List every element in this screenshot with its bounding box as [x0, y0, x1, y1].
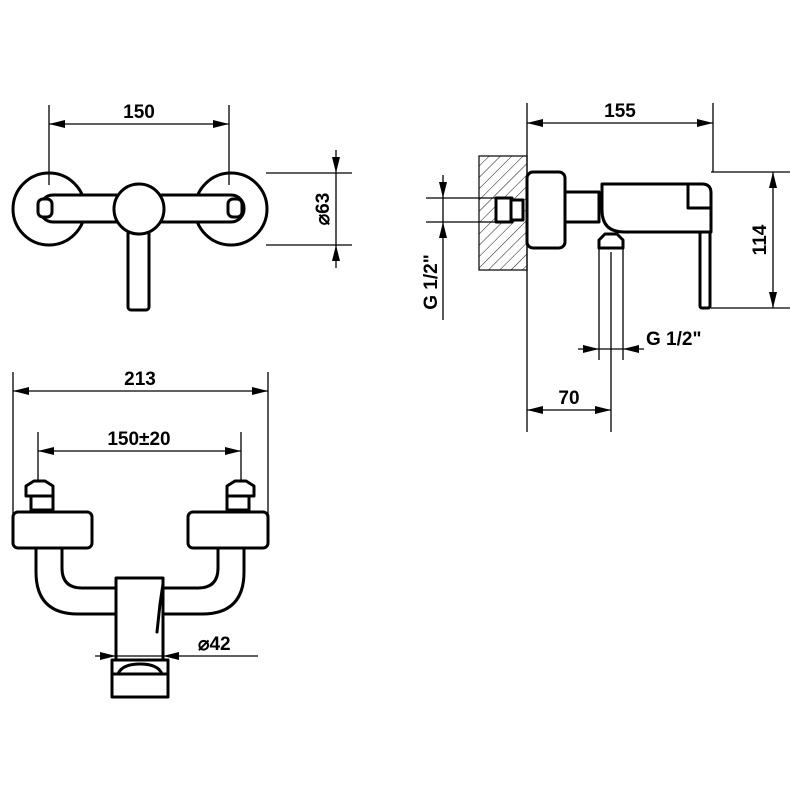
side-arm: [563, 190, 601, 224]
left-pipe: [34, 546, 120, 616]
side-depth-label: 155: [604, 101, 636, 122]
lever-handle: [126, 223, 151, 312]
cartridge-body: [112, 182, 166, 236]
front-spout: [110, 658, 170, 699]
front-view: 213 150±20 ⌀42: [11, 369, 270, 699]
right-pipe: [158, 546, 246, 616]
outlet-offset-label: 70: [558, 388, 579, 409]
side-height-label: 114: [750, 224, 771, 255]
side-view: 155 114 G 1/2": [421, 101, 790, 432]
right-eccentric-nut: [225, 479, 256, 498]
top-width-label: 150: [123, 102, 155, 123]
spout-diameter-label: ⌀42: [198, 634, 231, 655]
left-eccentric-nut: [24, 479, 55, 498]
top-diameter-label: ⌀63: [313, 193, 334, 226]
front-width-label: 213: [124, 369, 156, 390]
front-body: [114, 576, 165, 662]
left-front-rosette: [11, 510, 94, 550]
centers-label: 150±20: [107, 429, 170, 450]
side-lever: [698, 230, 712, 310]
outlet-thread-label: G 1/2": [646, 329, 701, 350]
right-front-rosette: [186, 510, 270, 550]
side-rosette: [525, 170, 567, 250]
inlet-thread-label: G 1/2": [421, 254, 442, 309]
top-view: 150 ⌀63: [11, 102, 352, 312]
outlet-nut: [597, 232, 625, 250]
